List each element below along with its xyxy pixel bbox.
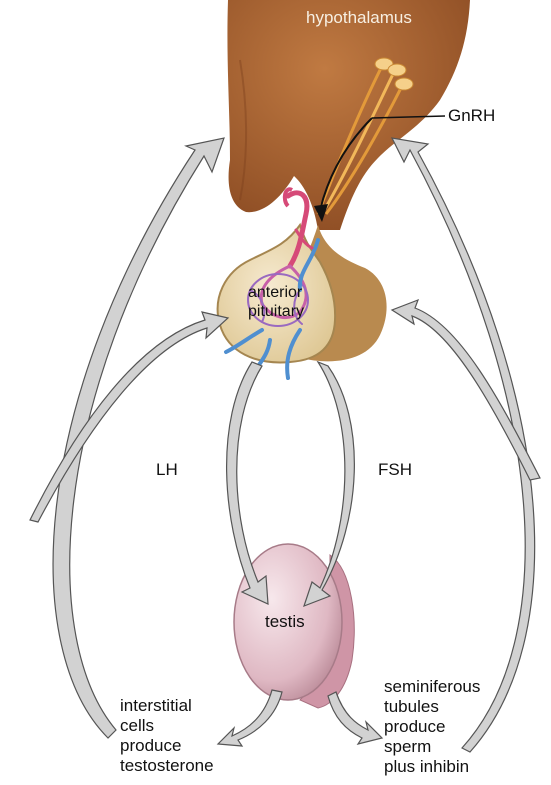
- seminiferous-line-1: seminiferous: [384, 677, 480, 697]
- interstitial-line-2: cells: [120, 716, 214, 736]
- interstitial-line-4: testosterone: [120, 756, 214, 776]
- gnrh-label: GnRH: [448, 106, 495, 126]
- interstitial-cells-label: interstitial cells produce testosterone: [120, 696, 214, 776]
- seminiferous-tubules-label: seminiferous tubules produce sperm plus …: [384, 677, 480, 777]
- hypothalamus-label: hypothalamus: [306, 8, 412, 28]
- lh-label: LH: [156, 460, 178, 480]
- interstitial-line-1: interstitial: [120, 696, 214, 716]
- seminiferous-line-5: plus inhibin: [384, 757, 480, 777]
- seminiferous-line-3: produce: [384, 717, 480, 737]
- seminiferous-line-2: tubules: [384, 697, 480, 717]
- interstitial-line-3: produce: [120, 736, 214, 756]
- anterior-pituitary-line-1: anterior: [248, 283, 304, 302]
- seminiferous-line-4: sperm: [384, 737, 480, 757]
- anterior-pituitary-line-2: pituitary: [248, 302, 304, 321]
- testis-label: testis: [265, 612, 305, 632]
- anterior-pituitary-label: anterior pituitary: [248, 283, 304, 321]
- fsh-label: FSH: [378, 460, 412, 480]
